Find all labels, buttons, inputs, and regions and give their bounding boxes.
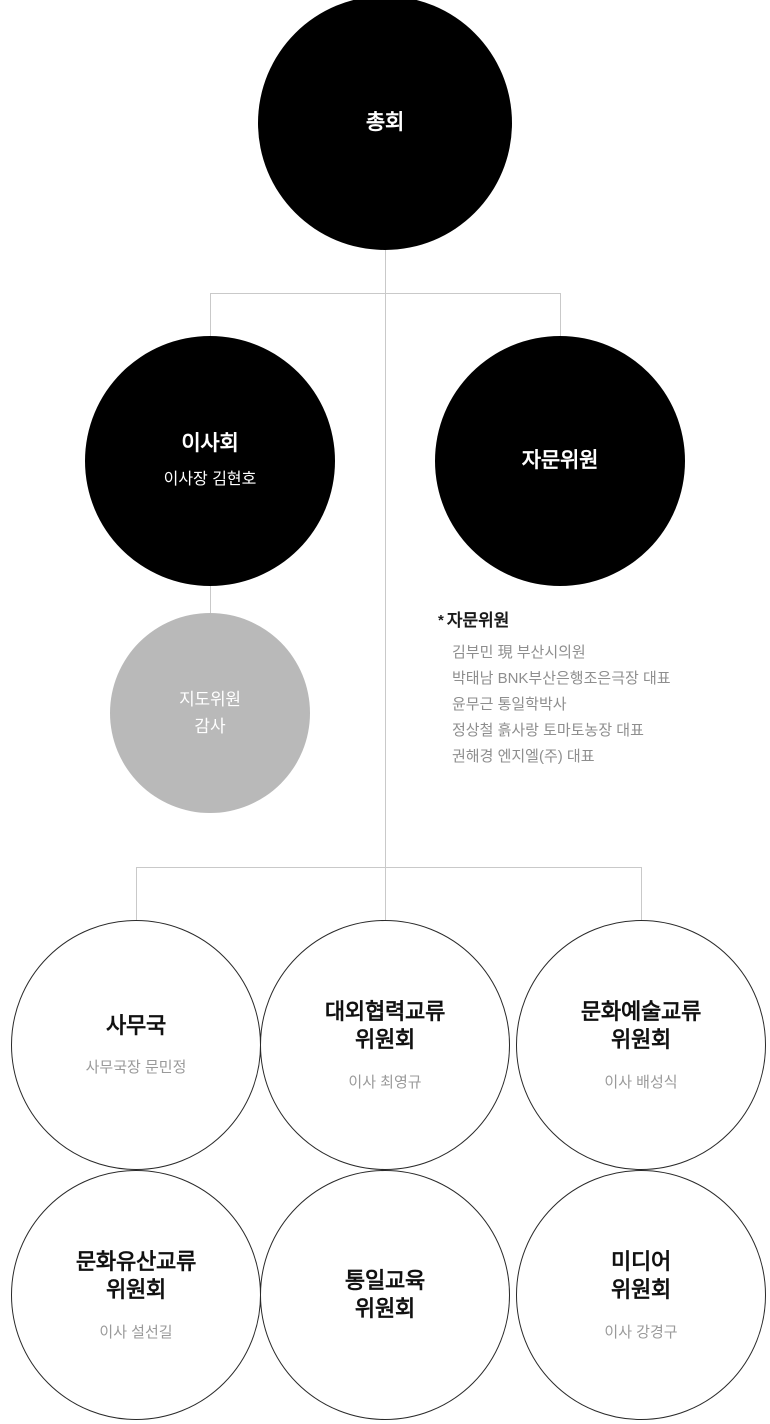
node-cultural-heritage-subtitle: 이사 설선길 <box>99 1323 173 1341</box>
connector-center-spine <box>385 293 386 868</box>
connector-board-supervisor <box>210 574 211 614</box>
connector-assembly-down <box>385 248 386 294</box>
connector-advisor-drop <box>560 293 561 337</box>
connector-external-drop <box>385 867 386 920</box>
node-media[interactable]: 미디어 위원회 이사 강경구 <box>516 1170 766 1420</box>
advisory-note: *자문위원 김부민 現 부산시의원 박태남 BNK부산은행조은극장 대표 윤무근… <box>438 606 758 770</box>
node-culture-arts-title: 문화예술교류 위원회 <box>580 999 702 1053</box>
list-item: 권해경 엔지엘(주) 대표 <box>452 747 595 765</box>
node-supervisor-subtitle: 감사 <box>194 716 226 736</box>
node-supervisor[interactable]: 지도위원 감사 <box>110 613 310 813</box>
node-unification-education[interactable]: 통일교육 위원회 <box>260 1170 510 1420</box>
node-unification-education-title: 통일교육 위원회 <box>344 1267 426 1321</box>
connector-committees-bar <box>136 867 642 868</box>
node-supervisor-title: 지도위원 <box>179 689 241 709</box>
node-secretariat-subtitle: 사무국장 문민정 <box>85 1059 187 1077</box>
node-cultural-heritage-title: 문화유산교류 위원회 <box>75 1249 197 1303</box>
node-board[interactable]: 이사회 이사장 김현호 <box>85 336 335 586</box>
connector-culture-arts-drop <box>641 867 642 920</box>
asterisk-icon: * <box>438 612 444 629</box>
list-item: 김부민 現 부산시의원 <box>452 644 586 661</box>
connector-board-drop <box>210 293 211 337</box>
node-board-title: 이사회 <box>181 432 239 456</box>
node-secretariat[interactable]: 사무국 사무국장 문민정 <box>11 920 261 1170</box>
node-assembly-title: 총회 <box>365 110 405 134</box>
node-culture-arts-subtitle: 이사 배성식 <box>604 1073 678 1091</box>
node-cultural-heritage[interactable]: 문화유산교류 위원회 이사 설선길 <box>11 1170 261 1420</box>
connector-secretariat-drop <box>136 867 137 920</box>
advisory-note-heading: *자문위원 <box>438 606 758 631</box>
node-external-cooperation[interactable]: 대외협력교류 위원회 이사 최영규 <box>260 920 510 1170</box>
node-advisor[interactable]: 자문위원 <box>435 336 685 586</box>
node-culture-arts[interactable]: 문화예술교류 위원회 이사 배성식 <box>516 920 766 1170</box>
node-secretariat-title: 사무국 <box>105 1013 167 1039</box>
node-assembly[interactable]: 총회 <box>258 0 512 250</box>
node-media-subtitle: 이사 강경구 <box>604 1323 678 1341</box>
node-advisor-title: 자문위원 <box>521 448 599 472</box>
list-item: 윤무근 통일학박사 <box>452 695 567 713</box>
advisory-member-list: 김부민 現 부산시의원 박태남 BNK부산은행조은극장 대표 윤무근 통일학박사… <box>438 640 758 770</box>
list-item: 정상철 흙사랑 토마토농장 대표 <box>452 721 644 739</box>
node-external-cooperation-title: 대외협력교류 위원회 <box>324 999 446 1053</box>
node-board-subtitle: 이사장 김현호 <box>163 471 257 489</box>
advisory-note-heading-label: 자문위원 <box>446 611 510 630</box>
node-external-cooperation-subtitle: 이사 최영규 <box>348 1073 422 1091</box>
node-media-title: 미디어 위원회 <box>610 1249 672 1303</box>
list-item: 박태남 BNK부산은행조은극장 대표 <box>452 669 671 687</box>
